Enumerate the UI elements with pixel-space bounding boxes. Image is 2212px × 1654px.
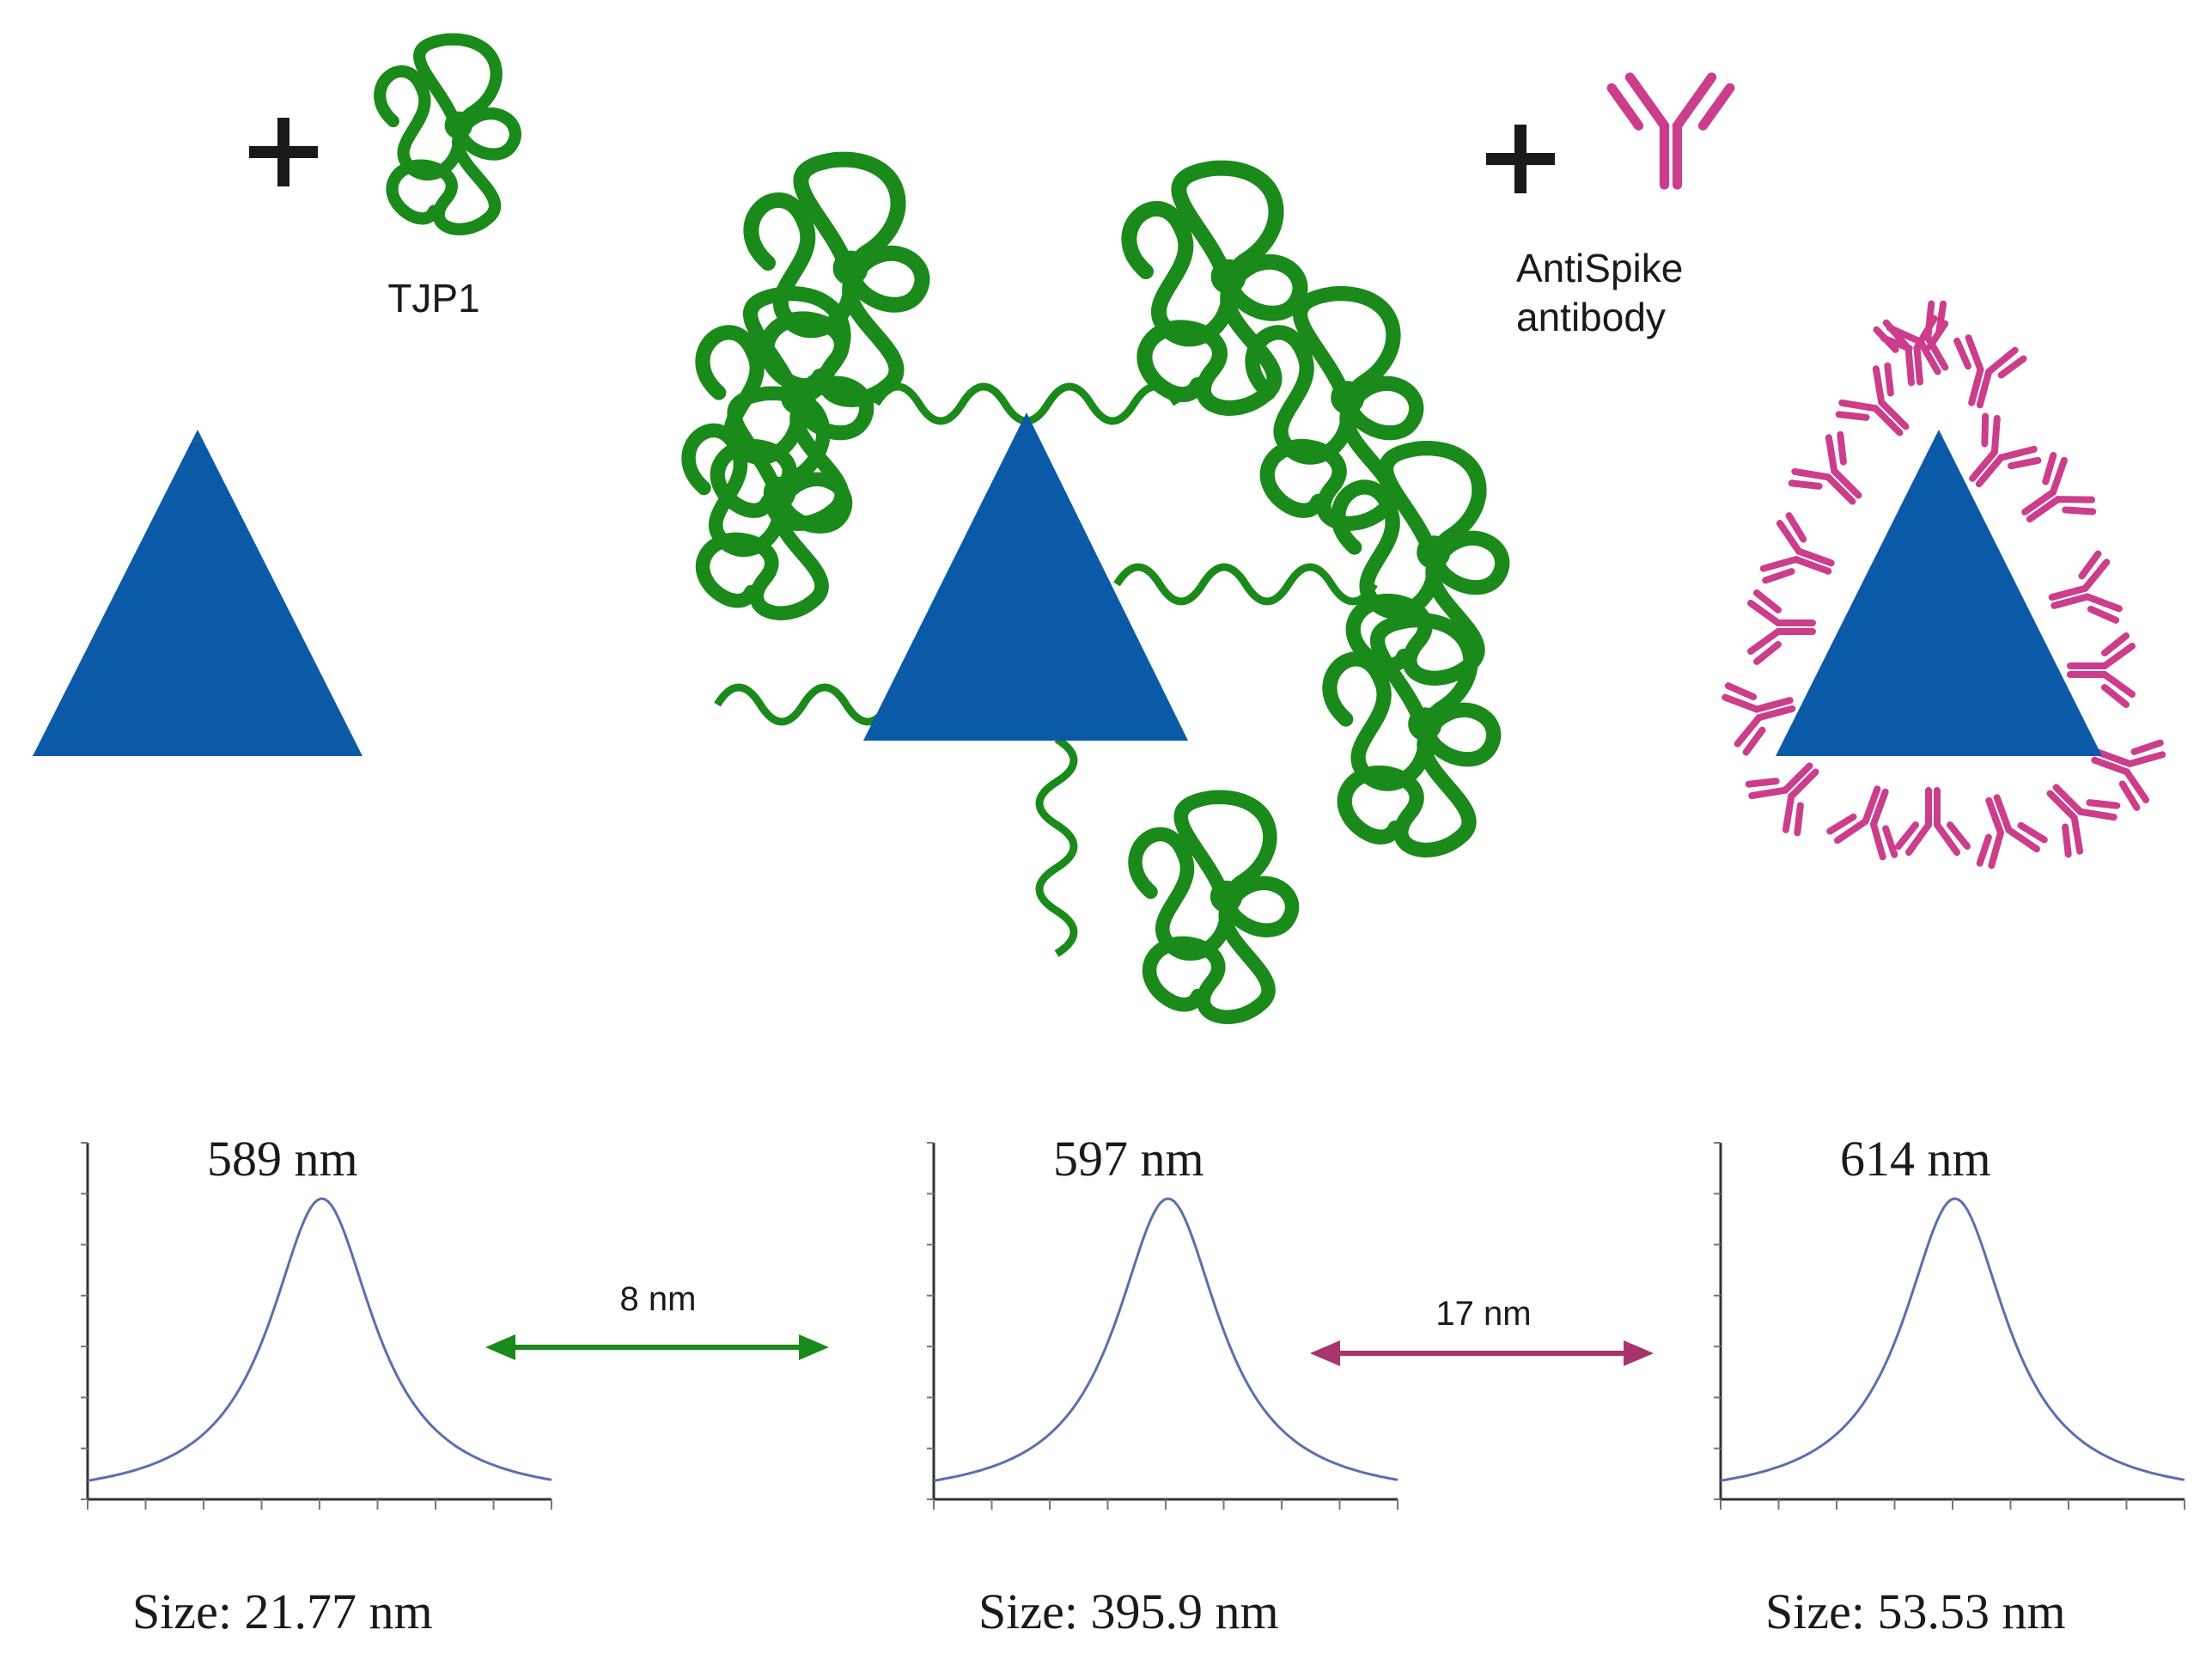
- antibody-y-icon: [1788, 430, 1880, 522]
- antibody-y-icon: [1612, 77, 1730, 185]
- tjp1-conjugate: [689, 160, 1502, 1017]
- spectra-row: 589 nm Size: 21.77 nm 597 nm Size: 395.9 nm…: [81, 1131, 2185, 1639]
- antibody-y-icon: [1760, 514, 1842, 600]
- antibody-conjugate: [1722, 299, 2166, 870]
- spectrum-panel: 589 nm Size: 21.77 nm: [81, 1131, 552, 1639]
- peak-label: 614 nm: [1840, 1131, 1991, 1187]
- protein-coil-icon: [1136, 797, 1293, 1017]
- antibody-y-icon: [1751, 593, 1813, 662]
- double-arrow-icon: [1310, 1340, 1654, 1366]
- antibody-y-icon: [1942, 335, 2025, 412]
- peak-label: 597 nm: [1053, 1131, 1204, 1187]
- protein-coil-icon: [1338, 449, 1502, 679]
- shift-label-17nm: 17 nm: [1435, 1295, 1531, 1333]
- antispike-label-line2: antibody: [1516, 295, 1666, 339]
- tjp1-label: TJP1: [387, 276, 479, 320]
- nanoprism-triangle-icon: [863, 412, 1188, 741]
- plus-icon: [249, 118, 318, 186]
- size-label: Size: 21.77 nm: [132, 1584, 433, 1639]
- nanoprism-triangle-icon: [33, 430, 363, 756]
- spectrum-curve: [933, 1197, 1398, 1482]
- peak-label: 589 nm: [207, 1131, 358, 1187]
- antibody-y-icon: [2029, 766, 2121, 858]
- protein-coil-icon: [1129, 168, 1300, 408]
- antibody-y-icon: [2084, 723, 2166, 809]
- spectrum-curve: [1720, 1197, 2185, 1482]
- nanoprism-triangle-icon: [1776, 430, 2102, 756]
- antibody-y-icon: [2070, 636, 2132, 705]
- antibody-y-icon: [1960, 787, 2046, 869]
- spectrum-curve: [87, 1197, 552, 1482]
- antibody-y-icon: [2044, 552, 2122, 635]
- spectrum-panel: 614 nm Size: 53.53 nm: [1714, 1131, 2185, 1639]
- spectrum-panel: 597 nm Size: 395.9 nm: [927, 1131, 1398, 1639]
- plus-icon: [1486, 125, 1555, 193]
- size-label: Size: 395.9 nm: [978, 1584, 1279, 1639]
- antibody-y-icon: [1745, 745, 1837, 837]
- shift-label-8nm: 8 nm: [620, 1280, 697, 1318]
- protein-coil-icon: [380, 40, 515, 229]
- double-arrow-icon: [485, 1334, 829, 1360]
- antispike-label-line1: AntiSpike: [1516, 246, 1683, 290]
- antibody-y-icon: [1898, 790, 1967, 852]
- size-label: Size: 53.53 nm: [1765, 1584, 2066, 1639]
